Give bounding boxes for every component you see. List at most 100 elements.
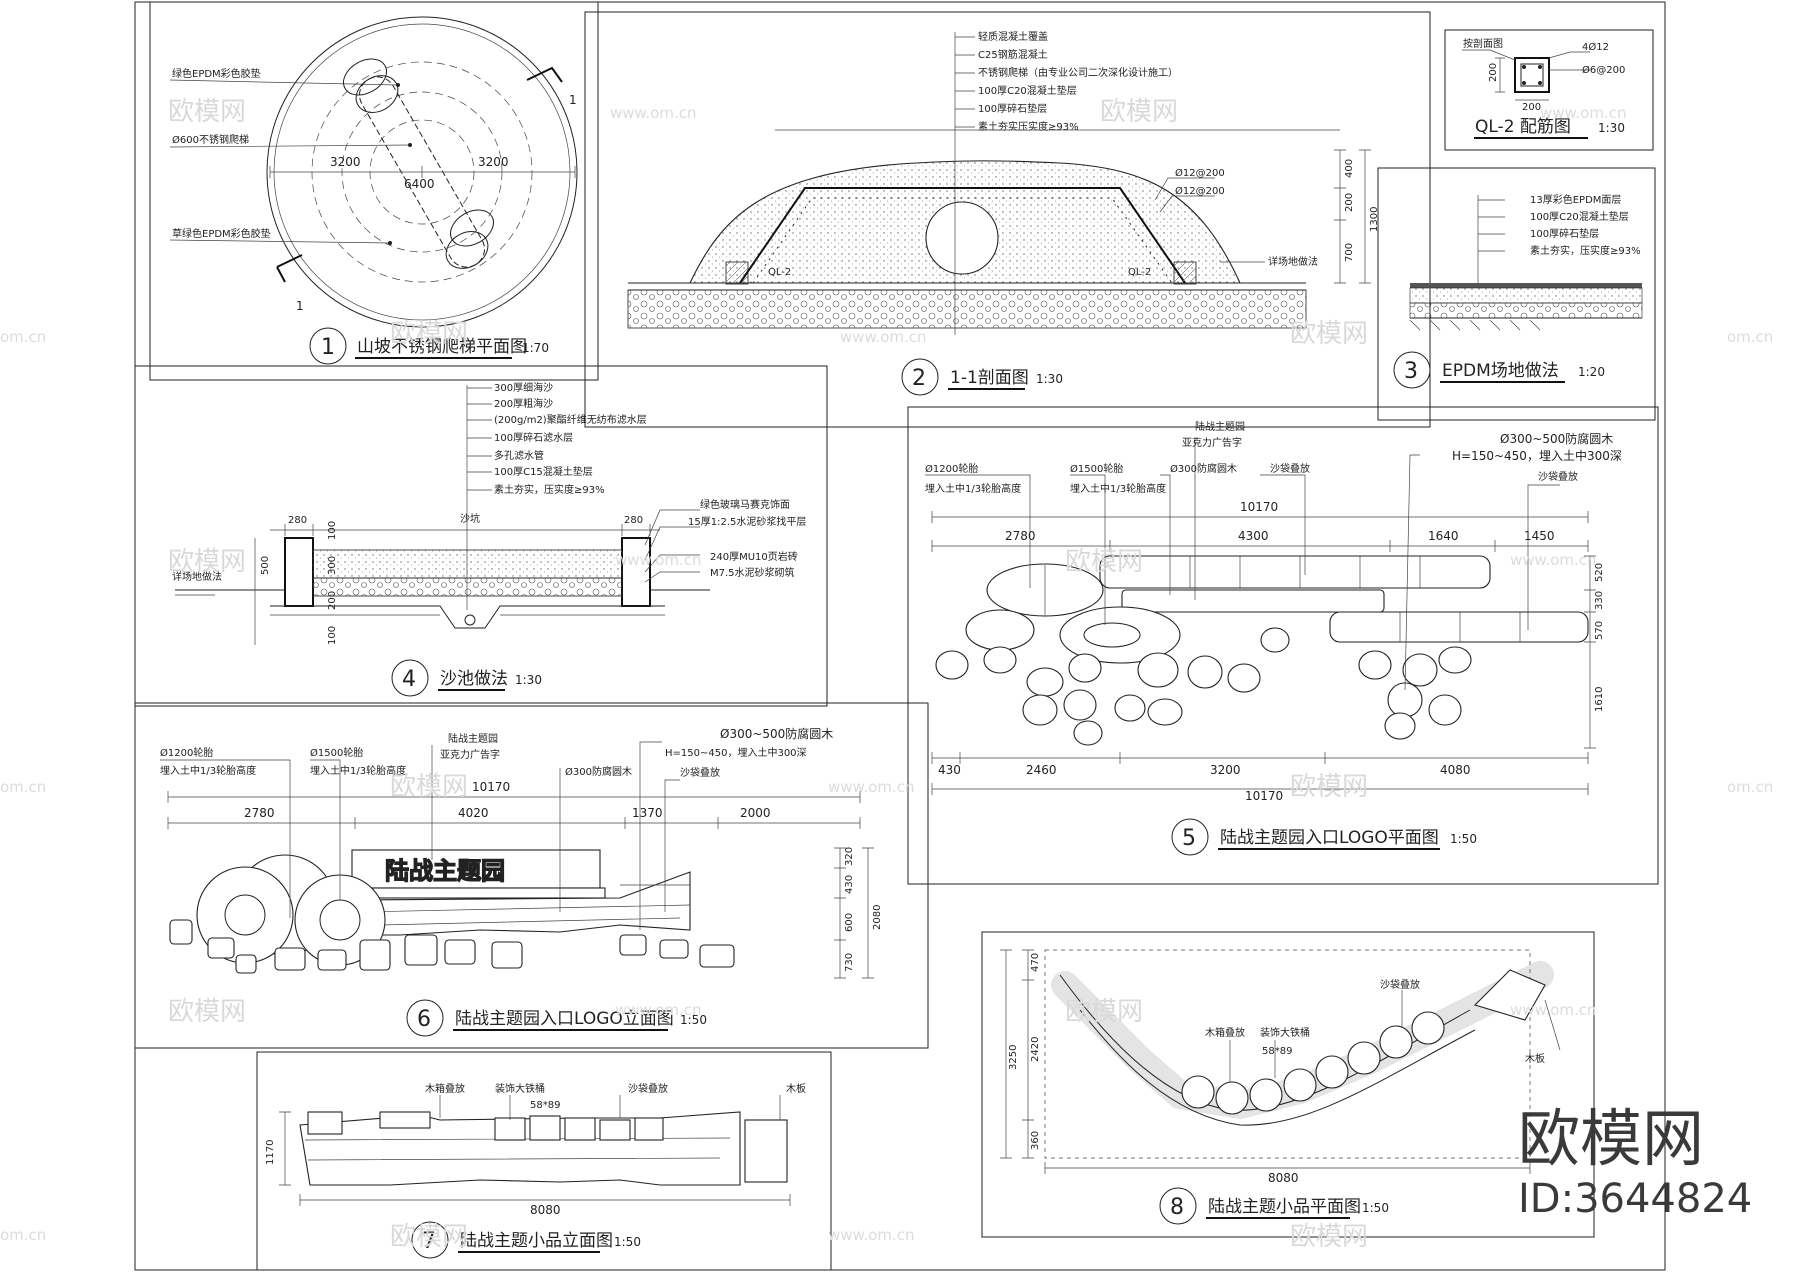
p4-note-1: 300厚细海沙 bbox=[494, 381, 553, 394]
panel-8-vignette-plan: 沙袋叠放 木箱叠放 装饰大铁桶 58*89 木板 8080 470 2420 3… bbox=[981, 931, 1595, 1238]
wm-6: 欧模网 bbox=[1065, 547, 1143, 577]
p6-label-10: 沙袋叠放 bbox=[680, 766, 720, 779]
p4-dim-6: 200 bbox=[327, 591, 338, 610]
ql2-frame bbox=[1444, 29, 1654, 151]
wall-left bbox=[284, 537, 314, 607]
section-mark-top bbox=[526, 66, 563, 83]
p8-dim-2: 2420 bbox=[1030, 1037, 1041, 1062]
gravel-base bbox=[627, 289, 1307, 329]
panel-7-vignette-elevation: 木箱叠放 装饰大铁桶 58*89 沙袋叠放 木板 8080 1170 7 陆战主… bbox=[256, 1051, 832, 1271]
p4-right-note-2: 15厚1:2.5水泥砂浆找平层 bbox=[688, 515, 806, 528]
p8-label-3: 装饰大铁桶 bbox=[1260, 1026, 1310, 1039]
p7-plank bbox=[744, 1119, 788, 1183]
p1-dim-total: 6400 bbox=[404, 177, 435, 191]
p6-label-1: Ø1200轮胎 bbox=[160, 746, 213, 759]
p5-dim-bottom-total: 10170 bbox=[1245, 789, 1283, 803]
p1-note-3: 草绿色EPDM彩色胶垫 bbox=[172, 227, 271, 240]
p1-dim-right: 3200 bbox=[478, 155, 509, 169]
ql-left bbox=[725, 261, 749, 285]
wm-url-3: om.cn bbox=[0, 328, 46, 346]
p2-dim-3: 700 bbox=[1344, 243, 1355, 262]
p6-dim-right-4: 730 bbox=[844, 953, 855, 972]
p5-scale: 1:50 bbox=[1450, 832, 1477, 846]
wm-url-1: www.om.cn bbox=[610, 104, 697, 122]
ql2-note: 按剖面图 bbox=[1463, 37, 1503, 50]
wm-10: 欧模网 bbox=[1065, 997, 1143, 1027]
p5-label-2: 埋入土中1/3轮胎高度 bbox=[925, 482, 1021, 495]
p5-dim-right-4: 1610 bbox=[1594, 687, 1605, 712]
p4-note-5: 多孔滤水管 bbox=[494, 449, 544, 462]
p6-log-stumps bbox=[169, 919, 735, 974]
p4-title-circle bbox=[391, 659, 429, 697]
ql2-scale: 1:30 bbox=[1598, 121, 1625, 135]
p4-dim-7: 100 bbox=[327, 626, 338, 645]
p8-title-number: 8 bbox=[1170, 1195, 1184, 1220]
p4-title: 沙池做法 bbox=[440, 669, 508, 689]
p5-log-row-1 bbox=[1099, 555, 1491, 589]
p6-label-5: 陆战主题园 bbox=[448, 732, 498, 745]
brand-id: ID:3644824 bbox=[1518, 1176, 1752, 1222]
p4-note-6: 100厚C15混凝土垫层 bbox=[494, 465, 593, 478]
p5-title-number: 5 bbox=[1182, 826, 1196, 851]
wm-url-7: www.om.cn bbox=[1510, 551, 1597, 569]
p5-tire-1500 bbox=[1059, 606, 1181, 664]
p4-note-2: 200厚粗海沙 bbox=[494, 397, 553, 410]
p1-scale: 1:70 bbox=[522, 341, 549, 355]
p6-title: 陆战主题园入口LOGO立面图 bbox=[455, 1009, 674, 1029]
p7-label-3: 58*89 bbox=[530, 1100, 560, 1111]
p7-dim-width: 8080 bbox=[530, 1203, 561, 1217]
p2-scale: 1:30 bbox=[1036, 372, 1063, 386]
p8-label-2: 木箱叠放 bbox=[1205, 1026, 1245, 1039]
panel-ql2-rebar: 4Ø12 Ø6@200 按剖面图 200 200 QL-2 配筋图 1:30 bbox=[1444, 29, 1654, 151]
p8-dim-width: 8080 bbox=[1268, 1171, 1299, 1185]
p5-dim-top-4: 1450 bbox=[1524, 529, 1555, 543]
p6-label-6: 亚克力广告字 bbox=[440, 748, 500, 761]
p4-scale: 1:30 bbox=[515, 673, 542, 687]
p6-dim-top-1: 2780 bbox=[244, 806, 275, 820]
p6-sandbag-pile bbox=[329, 871, 691, 936]
p8-plank bbox=[1473, 969, 1546, 1021]
p7-title-circle bbox=[411, 1221, 449, 1259]
p6-dim-top-2: 4020 bbox=[458, 806, 489, 820]
p7-label-5: 木板 bbox=[786, 1082, 806, 1095]
ql2-dim-w: 200 bbox=[1522, 102, 1541, 113]
p6-label-3: Ø1500轮胎 bbox=[310, 746, 363, 759]
p8-label-4: 58*89 bbox=[1262, 1046, 1292, 1057]
p5-dim-top-2: 4300 bbox=[1238, 529, 1269, 543]
mound-outline bbox=[266, 16, 578, 328]
ql-label-right: QL-2 bbox=[1128, 267, 1151, 278]
wall-right bbox=[621, 537, 651, 607]
p2-dim-total: 1300 bbox=[1369, 207, 1380, 232]
p7-scale: 1:50 bbox=[614, 1235, 641, 1249]
panel-6-logo-elevation: 10170 2780 4020 1370 2000 陆战主题园 bbox=[134, 702, 929, 1049]
wm-url-14: www.om.cn bbox=[828, 1226, 915, 1244]
p4-dim-1: 280 bbox=[288, 515, 307, 526]
p6-label-2: 埋入土中1/3轮胎高度 bbox=[160, 764, 256, 777]
p6-label-8: Ø300~500防腐圆木 bbox=[720, 726, 833, 741]
p6-sign-text: 陆战主题园 bbox=[385, 857, 505, 885]
panel-8-frame bbox=[981, 931, 1595, 1238]
p4-dim-5: 100 bbox=[327, 521, 338, 540]
p5-dim-right-3: 570 bbox=[1594, 621, 1605, 640]
ql-right bbox=[1173, 261, 1197, 285]
p5-dim-bottom-4: 4080 bbox=[1440, 763, 1471, 777]
ql2-rebar-tie: Ø6@200 bbox=[1582, 64, 1625, 76]
p5-sandbag-1 bbox=[965, 609, 1035, 651]
p6-scale: 1:50 bbox=[680, 1013, 707, 1027]
wm-11: 欧模网 bbox=[390, 1222, 468, 1252]
tube-bottom-opening bbox=[450, 209, 494, 247]
p2-rebar-2: Ø12@200 bbox=[1175, 185, 1225, 197]
p3-title-number: 3 bbox=[1404, 359, 1418, 384]
p8-scale: 1:50 bbox=[1362, 1201, 1389, 1215]
p2-title: 1-1剖面图 bbox=[950, 368, 1029, 388]
p5-label-1: Ø1200轮胎 bbox=[925, 462, 978, 475]
p1-note-1: 绿色EPDM彩色胶垫 bbox=[172, 67, 261, 80]
wm-url-6: www.om.cn bbox=[615, 551, 702, 569]
p4-dim-4: 300 bbox=[327, 556, 338, 575]
p4-note-7: 素土夯实，压实度≥93% bbox=[494, 483, 605, 496]
p8-title-circle bbox=[1159, 1187, 1197, 1225]
p2-note-1: 轻质混凝土覆盖 bbox=[978, 30, 1048, 43]
panel-4-frame bbox=[134, 365, 828, 707]
p5-dim-right-1: 520 bbox=[1594, 563, 1605, 582]
p6-title-number: 6 bbox=[417, 1007, 431, 1032]
